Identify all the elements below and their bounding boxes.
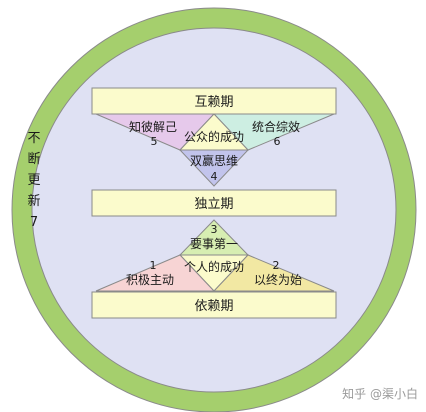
continuous-renewal-label: 不 断 更 新 7 [27,131,40,230]
habit-4-label: 双赢思维 [190,153,238,168]
upper-triangle [95,113,335,187]
side-number: 7 [30,215,38,230]
habit-4-number: 4 [211,170,218,183]
independence-label: 独立期 [194,197,233,212]
dependence-band [91,291,337,319]
side-char-4: 新 [27,193,40,209]
lower-left-segment [95,254,216,292]
habit-1-label: 积极主动 [126,273,174,287]
habit-3-number: 3 [211,223,218,236]
interdependence-band [91,87,337,115]
private-victory-label: 个人的成功 [184,259,244,274]
independence-band [91,189,337,217]
habit-2-number: 2 [273,259,280,272]
habit-5-label: 知彼解己 [129,120,177,134]
upper-bottom-segment [178,149,250,187]
watermark: 知乎 @渠小白 [342,386,418,401]
habit-6-label: 统合综效 [252,119,300,134]
interdependence-label: 互赖期 [194,95,233,110]
lower-triangle [95,219,335,292]
side-char-3: 更 [27,173,40,188]
habit-1-number: 1 [150,259,157,272]
public-victory-label: 公众的成功 [184,129,244,144]
habit-3-label: 要事第一 [190,237,238,251]
lower-right-segment [212,254,335,292]
habit-5-number: 5 [151,135,158,148]
habit-2-label: 以终为始 [254,272,302,287]
side-char-1: 不 [27,131,40,146]
habit-6-number: 6 [274,135,281,148]
side-char-2: 断 [27,152,40,167]
dependence-label: 依赖期 [194,299,233,314]
